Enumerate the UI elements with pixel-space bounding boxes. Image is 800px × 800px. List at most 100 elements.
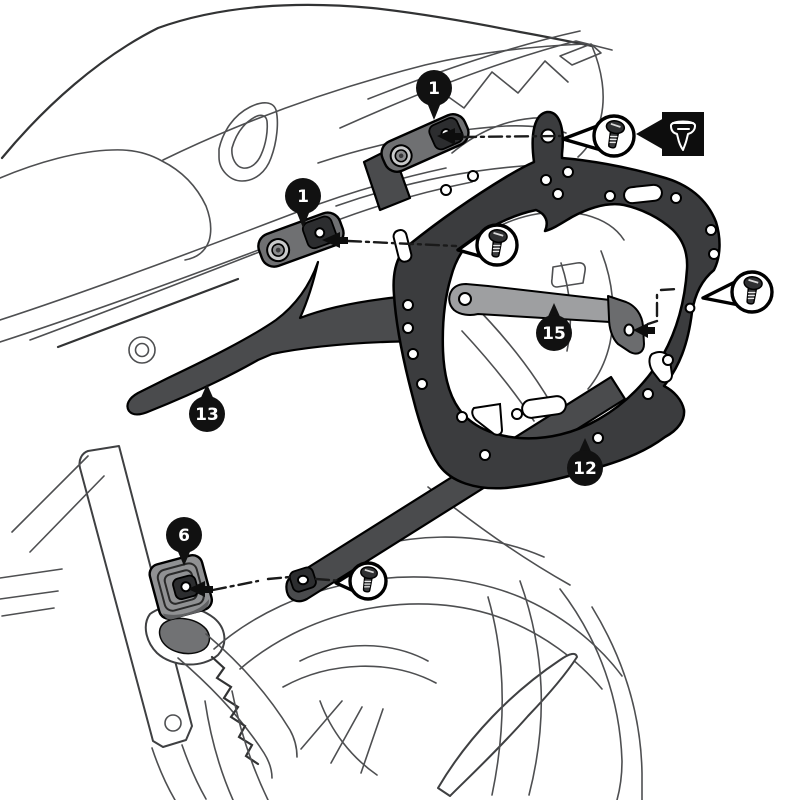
tail-rack-rail-2 xyxy=(367,30,581,100)
tire-right-1 xyxy=(559,588,623,800)
mounting-hole xyxy=(479,449,491,461)
chain-zigzag xyxy=(210,655,260,766)
mounting-hole xyxy=(670,192,682,204)
chain-guard-edge-2 xyxy=(177,657,273,779)
peg-hanger-brace xyxy=(11,455,105,553)
mounting-hole xyxy=(402,299,414,311)
callout-15: 15 xyxy=(536,303,572,351)
mounting-hole xyxy=(604,190,616,202)
mounting-hole xyxy=(540,174,552,186)
carrier-mounting-holes xyxy=(402,166,720,461)
mounting-hole xyxy=(684,302,696,314)
callout-6: 6 xyxy=(166,517,202,566)
mounting-hole xyxy=(416,378,428,390)
inner-fender-top xyxy=(477,211,625,241)
leader-line-top xyxy=(461,134,562,139)
cowl-vent-inner xyxy=(231,114,269,169)
inner-strap-15 xyxy=(448,283,645,355)
carrier-body xyxy=(392,110,721,490)
callout-12: 12 xyxy=(567,438,603,486)
leader-line-mid xyxy=(346,239,458,248)
sprocket-arc-1 xyxy=(299,644,429,662)
cowl-vent-outer xyxy=(218,102,279,182)
tire-center-2 xyxy=(487,596,503,796)
sprocket-arc-2 xyxy=(282,665,437,688)
fastener-detail-top xyxy=(561,114,636,158)
insert-arrow-icon xyxy=(437,128,463,145)
cowl-seam xyxy=(162,43,586,161)
mounting-hole xyxy=(456,411,468,423)
mounting-hole xyxy=(705,224,717,236)
mounting-hole xyxy=(407,348,419,360)
tail-tip xyxy=(559,43,602,66)
insert-arrow-icon xyxy=(188,581,213,597)
subframe-rail-accent xyxy=(56,277,240,349)
wheel-spokes xyxy=(300,700,384,774)
frame-hole xyxy=(164,714,182,732)
callout-label: 13 xyxy=(195,405,219,425)
screw-head-detail-icon xyxy=(670,120,696,151)
hugger-arc-outer xyxy=(213,576,623,677)
frame-pivot-outer xyxy=(128,336,156,364)
callout-13: 13 xyxy=(189,384,225,432)
adapter-shadow xyxy=(162,598,209,620)
hardware-inset xyxy=(636,112,704,156)
inner-fender-side-1 xyxy=(587,250,614,390)
bar-lower-lines xyxy=(151,744,207,800)
mounting-hole xyxy=(662,354,674,366)
tire-left-1 xyxy=(231,690,269,800)
spoke-arc xyxy=(319,700,378,776)
strap-end-hole xyxy=(623,323,635,337)
bolt-head-center xyxy=(398,153,404,159)
callout-label: 1 xyxy=(428,79,440,99)
strap-bar xyxy=(448,283,611,323)
mounting-hole xyxy=(708,248,720,260)
leader-line-strap xyxy=(646,287,680,326)
fastener-detail-bottom xyxy=(334,561,388,601)
adapter-ridge-outer xyxy=(156,562,205,612)
lower-adapter-6 xyxy=(148,554,214,621)
support-strut xyxy=(285,375,627,603)
frame-ladder-lines xyxy=(0,568,63,617)
insert-arrow-icon xyxy=(322,232,348,248)
carrier-slot-left xyxy=(392,229,413,263)
mounting-hole xyxy=(592,432,604,444)
callout-label: 12 xyxy=(573,459,597,479)
strut-end-hole xyxy=(297,574,309,586)
heel-plate-slot xyxy=(158,617,211,655)
mounting-hole xyxy=(642,388,654,400)
callout-1-upper: 1 xyxy=(416,70,452,120)
callout-label: 15 xyxy=(542,324,566,344)
tire-center-1 xyxy=(519,580,543,796)
lower-bracket-hole xyxy=(314,227,326,239)
carrier-slot-bottom xyxy=(521,395,567,419)
strap-left-hole xyxy=(458,292,472,306)
inset-pointer-icon xyxy=(636,118,664,150)
tail-top-outline xyxy=(0,3,594,160)
fastener-detail-left xyxy=(456,223,519,267)
carrier-slot-top xyxy=(623,183,663,205)
callout-label: 6 xyxy=(178,526,190,546)
adapter-hole xyxy=(180,581,192,593)
mounting-hole xyxy=(440,184,452,196)
fastener-detail-right xyxy=(701,270,774,314)
tire-right-2 xyxy=(591,606,643,800)
fender-blade xyxy=(437,652,578,797)
carrier-slot-bottom-tri xyxy=(471,402,504,436)
tire-left-2 xyxy=(204,700,234,800)
frame-pivot-inner xyxy=(134,342,150,358)
callout-label: 1 xyxy=(297,187,309,207)
side-carrier-plate-12 xyxy=(392,110,721,490)
insert-arrow-icon xyxy=(633,323,655,338)
mounting-hole xyxy=(402,322,414,334)
chain-guard-edge-1 xyxy=(205,633,298,758)
tail-rack-braces xyxy=(435,60,569,109)
mounting-hole xyxy=(511,408,523,420)
tail-rack-rail-1 xyxy=(339,40,613,129)
mounting-hole xyxy=(467,170,479,182)
inner-fender-tab xyxy=(550,262,586,288)
lower-bracket-1 xyxy=(257,211,345,268)
mounting-arm-13 xyxy=(126,260,422,416)
